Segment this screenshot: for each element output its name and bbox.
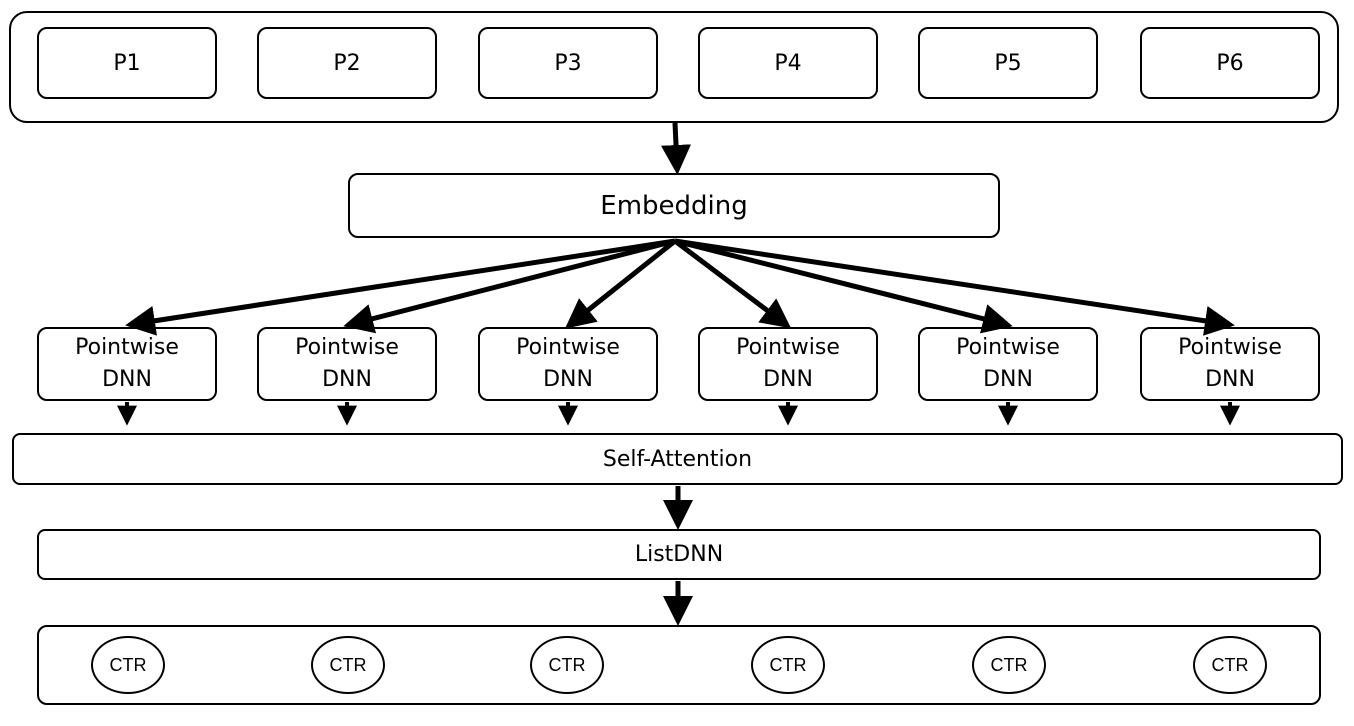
pointwise-dnn-label-line1: Pointwise	[1178, 335, 1282, 360]
pointwise-dnn-label-line1: Pointwise	[516, 335, 620, 360]
embedding-label: Embedding	[600, 190, 748, 221]
input-group-container	[9, 11, 1339, 123]
output-group-container	[37, 625, 1321, 705]
ctr-output-6: CTR	[1193, 636, 1267, 694]
ctr-output-4: CTR	[751, 636, 825, 694]
input-label-p3: P3	[554, 50, 582, 76]
arrow-embedding-to-pointwise-2	[343, 238, 676, 334]
pointwise-dnn-label-line2: DNN	[983, 367, 1033, 392]
pointwise-dnn-label-line1: Pointwise	[736, 335, 840, 360]
input-box-p2: P2	[257, 27, 437, 99]
pointwise-dnn-box-6: Pointwise DNN	[1140, 327, 1320, 401]
pointwise-dnn-box-3: Pointwise DNN	[478, 327, 658, 401]
input-box-p6: P6	[1140, 27, 1320, 99]
arrow-embedding-to-pointwise-5	[674, 238, 1013, 334]
pointwise-dnn-label-line1: Pointwise	[295, 335, 399, 360]
pointwise-dnn-label-line1: Pointwise	[75, 335, 179, 360]
input-box-p1: P1	[37, 27, 217, 99]
input-box-p5: P5	[918, 27, 1098, 99]
pointwise-dnn-label-line2: DNN	[1205, 367, 1255, 392]
ctr-output-1: CTR	[91, 636, 165, 694]
arrow-embedding-to-pointwise-4	[673, 239, 792, 329]
arrow-embedding-to-pointwise-6	[674, 238, 1235, 336]
list-dnn-label: ListDNN	[634, 542, 724, 567]
pointwise-dnn-label-line2: DNN	[763, 367, 813, 392]
arrow-embedding-to-pointwise-3	[564, 239, 677, 329]
pointwise-dnn-label-line2: DNN	[102, 367, 152, 392]
ctr-label: CTR	[990, 654, 1028, 675]
pointwise-dnn-box-4: Pointwise DNN	[698, 327, 878, 401]
arrow-inputs-to-embedding	[661, 122, 692, 175]
ctr-output-2: CTR	[311, 636, 385, 694]
pointwise-dnn-box-5: Pointwise DNN	[918, 327, 1098, 401]
input-box-p4: P4	[698, 27, 878, 99]
ctr-label: CTR	[1211, 654, 1249, 675]
input-label-p4: P4	[774, 50, 802, 76]
input-label-p5: P5	[994, 50, 1022, 76]
arrow-embedding-to-pointwise-1	[125, 238, 676, 336]
ctr-label: CTR	[769, 654, 807, 675]
ctr-output-5: CTR	[972, 636, 1046, 694]
input-label-p1: P1	[113, 50, 141, 76]
pointwise-dnn-box-1: Pointwise DNN	[37, 327, 217, 401]
ctr-label: CTR	[548, 654, 586, 675]
embedding-box: Embedding	[348, 173, 1000, 238]
self-attention-label: Self-Attention	[602, 446, 753, 472]
ctr-label: CTR	[329, 654, 367, 675]
ctr-output-3: CTR	[530, 636, 604, 694]
input-label-p2: P2	[333, 50, 361, 76]
pointwise-dnn-label-line1: Pointwise	[956, 335, 1060, 360]
pointwise-dnn-box-2: Pointwise DNN	[257, 327, 437, 401]
input-box-p3: P3	[478, 27, 658, 99]
self-attention-box: Self-Attention	[12, 433, 1343, 485]
input-label-p6: P6	[1216, 50, 1244, 76]
pointwise-dnn-label-line2: DNN	[322, 367, 372, 392]
ctr-label: CTR	[109, 654, 147, 675]
pointwise-dnn-label-line2: DNN	[543, 367, 593, 392]
list-dnn-box: ListDNN	[37, 529, 1321, 580]
